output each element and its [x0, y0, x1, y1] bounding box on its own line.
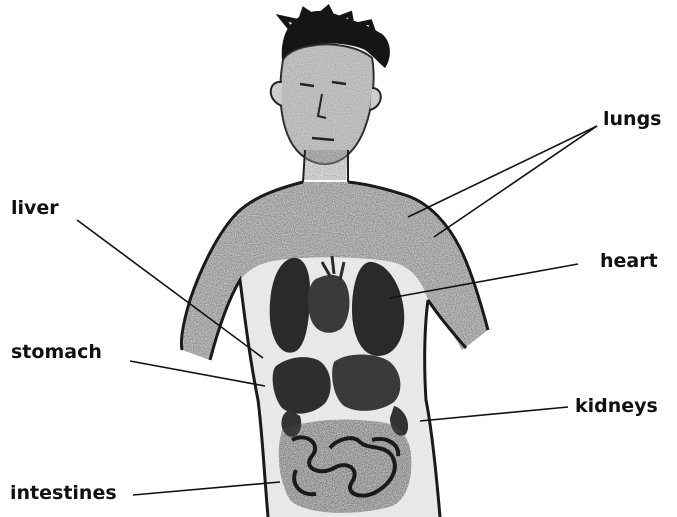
lungs-label: lungs [603, 110, 661, 129]
lungs-leader-line-2 [434, 126, 597, 237]
heart-label: heart [600, 252, 658, 271]
head-shading [280, 45, 373, 165]
liver-label: liver [11, 199, 59, 218]
neck [302, 150, 348, 180]
left-ear [271, 82, 282, 106]
intestines-label: intestines [10, 484, 117, 503]
lungs-leader-line-1 [408, 126, 597, 217]
kidneys-label: kidneys [575, 397, 658, 416]
stomach-label: stomach [11, 343, 102, 362]
kidneys-leader-line [420, 407, 568, 421]
stomach-leader-line [130, 361, 265, 386]
liver-organ [273, 357, 331, 414]
stomach-organ [332, 355, 400, 411]
intestines-leader-line [133, 482, 280, 495]
heart-organ [308, 275, 349, 333]
